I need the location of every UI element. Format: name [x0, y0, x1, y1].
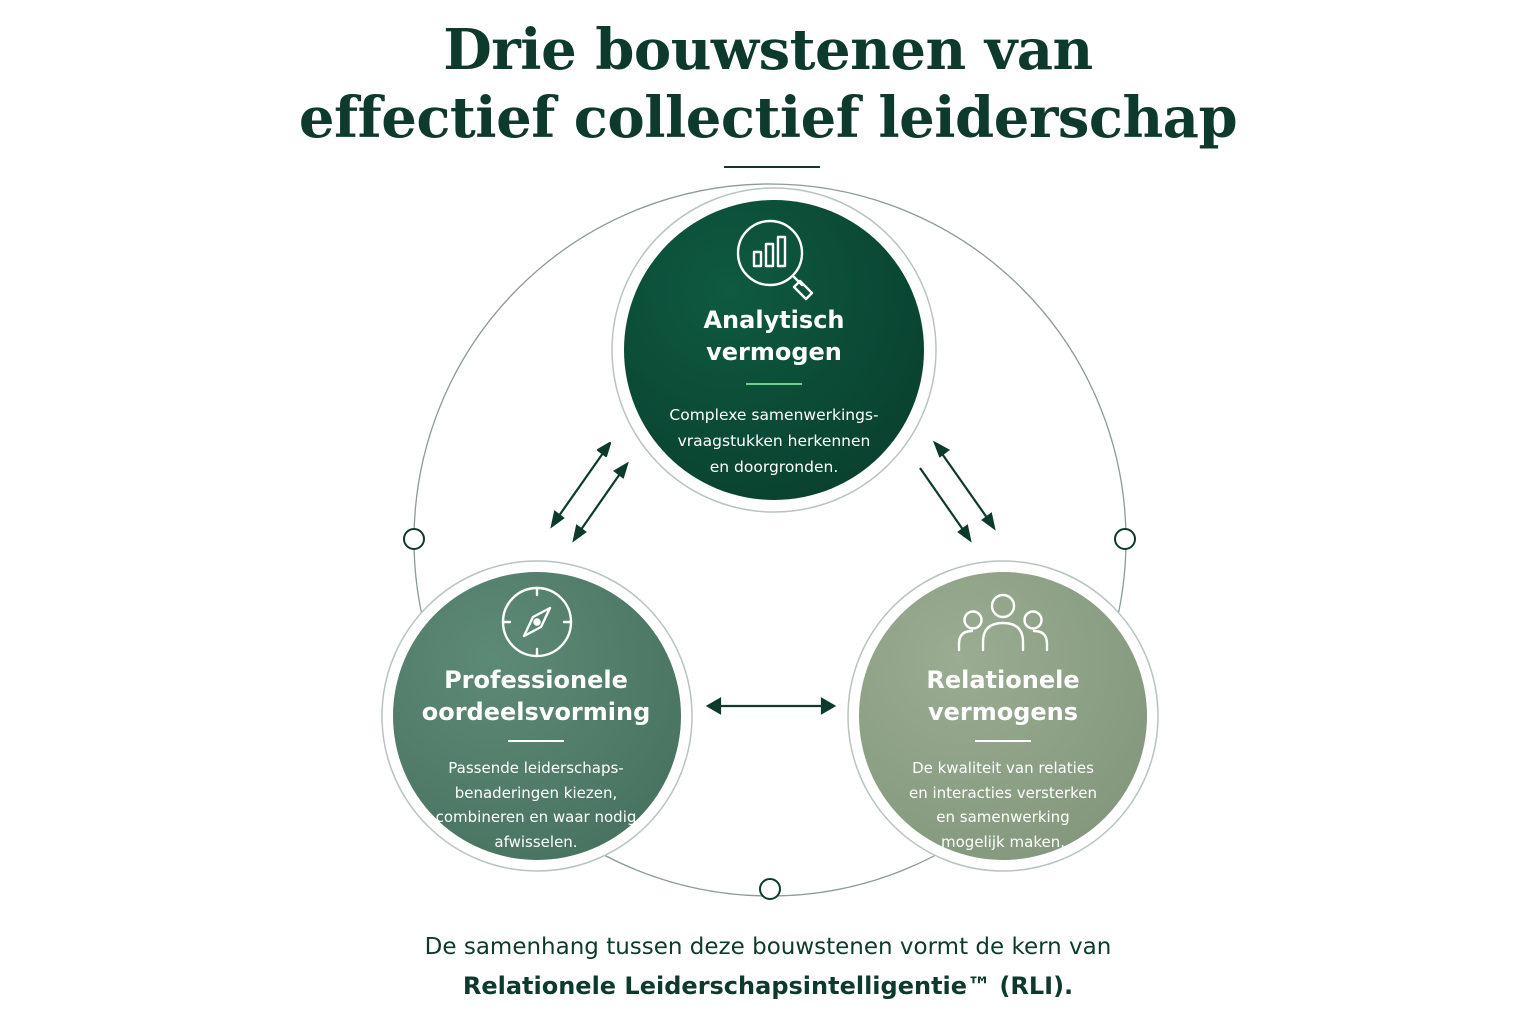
card-professioneel-desc-line-1: Passende leiderschaps- [448, 759, 624, 777]
card-analytisch-title: Analytisch vermogen [644, 304, 904, 368]
arrow-professioneel-relationeel [705, 697, 837, 715]
block-analytisch [611, 187, 937, 513]
footer-rli: Relationele Leiderschapsintelligentie™ (… [462, 972, 1074, 1000]
card-professioneel-rule [508, 740, 564, 742]
block-relationeel [847, 560, 1159, 872]
ring-node-right [1114, 528, 1136, 550]
block-professioneel [381, 560, 693, 872]
card-relationeel-title-line-1: Relationele [926, 666, 1080, 694]
title-line-2: effectief collectief leiderschap [298, 85, 1238, 151]
ring-node-left [403, 528, 425, 550]
card-professioneel-desc-line-2: benaderingen kiezen, [454, 783, 618, 802]
card-analytisch-desc-line-1: Complexe samenwerkings- [669, 406, 879, 424]
arrow-analytisch-relationeel [919, 440, 996, 543]
compass-icon [501, 586, 573, 658]
card-analytisch-title-line-1: Analytisch [703, 306, 845, 334]
magnifier-bar-chart-icon [736, 219, 814, 301]
card-relationeel-desc-line-1: De kwaliteit van relaties [912, 759, 1094, 777]
analytisch-accent-rule [746, 383, 802, 385]
card-professioneel: Professionele oordeelsvorming Passende l… [406, 664, 666, 854]
card-professioneel-desc-line-3: combineren en waar nodig [435, 808, 637, 826]
card-relationeel-desc-line-3: en samenwerking [936, 808, 1070, 826]
card-relationeel: Relationele vermogens De kwaliteit van r… [873, 664, 1133, 854]
card-analytisch-desc-line-2: vraagstukken herkennen [677, 432, 871, 450]
card-analytisch-description: Complexe samenwerkings- vraagstukken her… [644, 402, 904, 480]
card-analytisch-desc-line-3: en doorgronden. [709, 458, 839, 476]
people-group-icon [957, 593, 1049, 652]
card-relationeel-title: Relationele vermogens [873, 664, 1133, 728]
ring-node-bottom [759, 878, 781, 900]
card-professioneel-title-line-1: Professionele [444, 666, 628, 694]
title-underline [724, 166, 820, 168]
footer-intro: De samenhang tussen deze bouwstenen vorm… [424, 934, 1112, 960]
card-relationeel-description: De kwaliteit van relaties en interacties… [873, 756, 1133, 854]
card-analytisch: Analytisch vermogen Complexe samenwerkin… [644, 304, 904, 480]
arrow-analytisch-professioneel [550, 441, 629, 543]
card-professioneel-description: Passende leiderschaps- benaderingen kiez… [406, 756, 666, 854]
card-relationeel-desc-line-4: mogelijk maken. [941, 832, 1065, 851]
card-analytisch-title-line-2: vermogen [706, 338, 842, 366]
title-line-1: Drie bouwstenen van [443, 17, 1093, 83]
card-professioneel-title-line-2: oordeelsvorming [421, 698, 651, 726]
card-relationeel-desc-line-2: en interacties versterken [908, 783, 1097, 802]
card-relationeel-rule [975, 740, 1031, 742]
card-professioneel-title: Professionele oordeelsvorming [406, 664, 666, 728]
diagram-title: Drie bouwstenen van effectief collectief… [0, 16, 1536, 152]
card-professioneel-desc-line-4: afwisselen. [494, 832, 578, 851]
card-relationeel-title-line-2: vermogens [927, 698, 1079, 726]
